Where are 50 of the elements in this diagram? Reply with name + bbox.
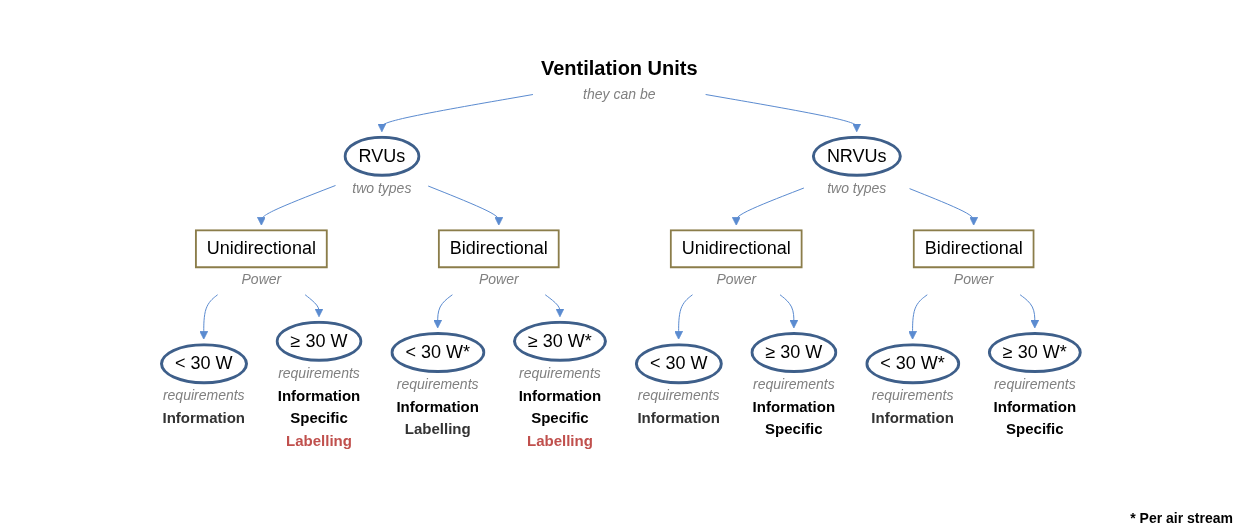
node-label: requirements: [162, 387, 245, 404]
node-label: Power: [953, 271, 994, 288]
arrow: [199, 294, 218, 340]
node-label: they can be: [582, 86, 656, 103]
node-label: Specific: [764, 420, 823, 437]
node-label: requirements: [993, 376, 1076, 392]
node-label: Information: [870, 408, 954, 426]
arrow: [427, 185, 503, 226]
node-box: Bidirectional: [437, 229, 560, 269]
node-label: Information: [993, 397, 1076, 415]
arrow: [704, 94, 861, 133]
arrow: [731, 187, 804, 226]
node-label: Power: [716, 271, 756, 288]
node-label: Specific: [530, 408, 589, 426]
node-label: Labelling: [526, 431, 593, 449]
node-label: Information: [396, 397, 479, 415]
node-label: requirements: [277, 364, 360, 381]
node-label: Power: [241, 271, 281, 288]
node-label: Information: [518, 386, 601, 404]
node-label: Power: [478, 271, 519, 288]
node-label: requirements: [871, 387, 954, 404]
arrow: [432, 294, 453, 329]
node-label: Labelling: [285, 431, 352, 449]
node-text: Ventilation Units: [540, 57, 698, 80]
arrow: [779, 294, 798, 329]
footnote: * Per air stream: [1130, 510, 1233, 526]
node-label: Information: [277, 386, 360, 404]
node-label: Specific: [289, 408, 348, 426]
node-label: Information: [637, 408, 720, 426]
node-box: Unidirectional: [194, 229, 328, 269]
node-label: Information: [752, 397, 835, 415]
node-label: requirements: [396, 376, 479, 392]
node-label: Specific: [1005, 420, 1064, 437]
arrow: [377, 94, 534, 133]
arrow: [544, 294, 564, 318]
node-label: Labelling: [404, 420, 471, 437]
node-label: two types: [826, 179, 886, 196]
arrow: [1019, 294, 1039, 329]
node-label: requirements: [637, 387, 720, 404]
arrow: [908, 188, 978, 226]
node-label: Information: [162, 408, 245, 426]
node-label: requirements: [752, 376, 835, 392]
arrow: [673, 294, 693, 340]
node-box: Bidirectional: [912, 229, 1035, 269]
node-box: Unidirectional: [669, 229, 803, 269]
node-label: two types: [351, 179, 412, 196]
arrow: [256, 185, 336, 226]
node-label: requirements: [518, 364, 601, 381]
arrow: [304, 294, 323, 318]
arrow: [907, 294, 928, 340]
